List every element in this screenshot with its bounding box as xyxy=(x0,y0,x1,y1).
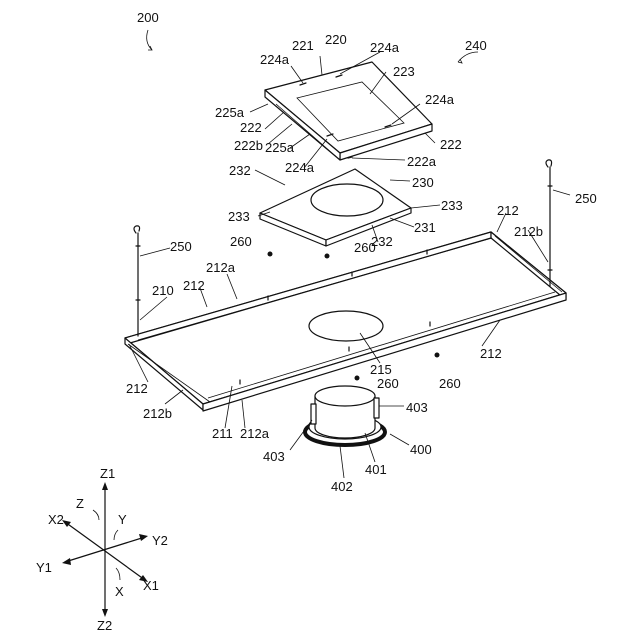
label-212a-top: 212a xyxy=(206,260,236,275)
hanger-left-250 xyxy=(134,226,140,336)
label-224a-1: 224a xyxy=(260,52,290,67)
label-212-bottom: 212 xyxy=(126,381,148,396)
screw-260-a xyxy=(268,252,273,257)
label-212-left: 212 xyxy=(183,278,205,293)
label-224a-4: 224a xyxy=(285,160,315,175)
label-211: 211 xyxy=(212,426,233,441)
label-401: 401 xyxy=(365,462,387,477)
drawing-stroke xyxy=(425,133,435,143)
label-220: 220 xyxy=(325,32,347,47)
label-260-4: 260 xyxy=(439,376,461,391)
drawing-stroke xyxy=(265,112,284,129)
label-224a-3: 224a xyxy=(425,92,455,107)
drawing-stroke xyxy=(546,160,552,167)
drawing-stroke xyxy=(227,274,237,299)
drawing-stroke xyxy=(116,568,120,580)
axis-label-z2: Z2 xyxy=(97,618,112,633)
label-225a-1: 225a xyxy=(215,105,245,120)
drawing-stroke xyxy=(365,433,375,462)
axis-label-y1: Y1 xyxy=(36,560,52,575)
label-224a-2: 224a xyxy=(370,40,400,55)
drawing-stroke xyxy=(340,446,344,478)
axis-label-x: X xyxy=(115,584,124,599)
drawing-stroke xyxy=(93,510,99,520)
axis-label-y2: Y2 xyxy=(152,533,168,548)
label-212-top: 212 xyxy=(497,203,519,218)
label-212a-bottom: 212a xyxy=(240,426,270,441)
label-240: 240 xyxy=(465,38,487,53)
drawing-stroke xyxy=(390,434,409,445)
screw-260-d xyxy=(355,376,360,381)
label-233-2: 233 xyxy=(441,198,463,213)
drawing-stroke xyxy=(553,190,570,195)
label-260-3: 260 xyxy=(377,376,399,391)
label-223: 223 xyxy=(393,64,415,79)
drawing-stroke xyxy=(255,170,285,185)
drawing-stroke xyxy=(62,558,71,565)
drawing-stroke xyxy=(352,158,405,160)
label-230: 230 xyxy=(412,175,434,190)
label-402: 402 xyxy=(331,479,353,494)
axis-label-z1: Z1 xyxy=(100,466,115,481)
drawing-stroke xyxy=(250,104,268,112)
label-231: 231 xyxy=(414,220,436,235)
drawing-stroke xyxy=(102,482,108,490)
device-400 xyxy=(305,386,385,445)
drawing-stroke xyxy=(165,390,183,404)
label-403-right: 403 xyxy=(406,400,428,415)
label-250-left: 250 xyxy=(170,239,192,254)
drawing-stroke xyxy=(260,169,411,240)
drawing-stroke xyxy=(102,609,108,617)
screw-260-c xyxy=(435,353,440,358)
drawing-stroke xyxy=(147,30,152,50)
drawing-stroke xyxy=(320,56,322,75)
label-215: 215 xyxy=(370,362,392,377)
panel-210 xyxy=(125,232,566,411)
label-403-left: 403 xyxy=(263,449,285,464)
label-222-1: 222 xyxy=(240,120,262,135)
coordinate-axes xyxy=(62,482,148,617)
label-260-1: 260 xyxy=(230,234,252,249)
drawing-stroke xyxy=(114,530,118,540)
label-222-2: 222 xyxy=(440,137,462,152)
drawing-stroke xyxy=(140,248,170,256)
label-210: 210 xyxy=(152,283,174,298)
label-221: 221 xyxy=(292,38,314,53)
label-222a: 222a xyxy=(407,154,437,169)
axis-label-x2: X2 xyxy=(48,512,64,527)
label-212b-bottom: 212b xyxy=(143,406,172,421)
hanger-right-250 xyxy=(546,160,552,286)
drawing-stroke xyxy=(315,386,375,406)
drawing-stroke xyxy=(390,218,414,227)
axis-label-y: Y xyxy=(118,512,127,527)
label-200: 200 xyxy=(137,10,159,25)
label-222b: 222b xyxy=(234,138,263,153)
drawing-stroke xyxy=(411,205,440,208)
label-232-1: 232 xyxy=(229,163,251,178)
label-260-2: 260 xyxy=(354,240,376,255)
drawing-stroke xyxy=(242,400,245,428)
axis-label-x1: X1 xyxy=(143,578,159,593)
drawing-stroke xyxy=(139,534,148,541)
drawing-stroke xyxy=(290,420,312,450)
device-clip-403-right xyxy=(374,398,379,418)
label-212-right: 212 xyxy=(480,346,502,361)
drawing-stroke xyxy=(134,226,140,233)
label-400: 400 xyxy=(410,442,432,457)
screw-260-b xyxy=(325,254,330,259)
label-250-right: 250 xyxy=(575,191,597,206)
drawing-stroke xyxy=(390,180,410,181)
label-212b-top: 212b xyxy=(514,224,543,239)
axis-label-z: Z xyxy=(76,496,84,511)
drawing-stroke xyxy=(140,297,167,320)
drawing-stroke xyxy=(291,66,303,83)
label-225a-2: 225a xyxy=(265,140,295,155)
label-233-1: 233 xyxy=(228,209,250,224)
